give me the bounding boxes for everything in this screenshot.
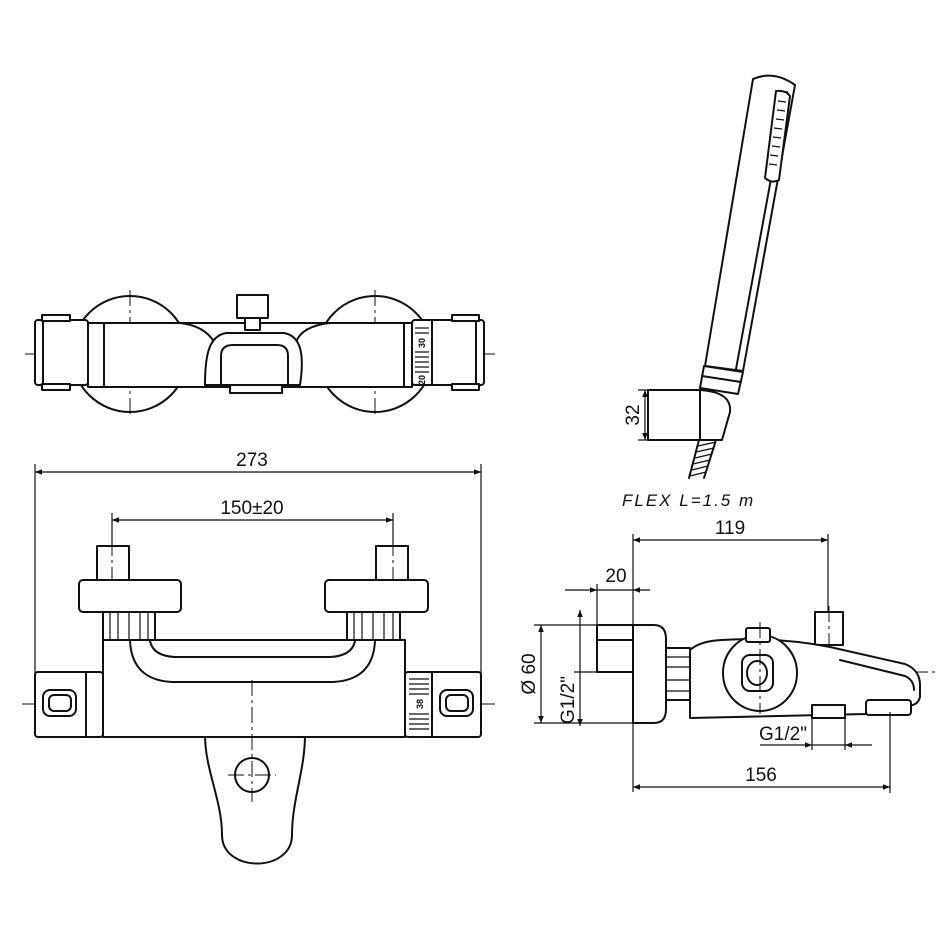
side-spout-upper-line <box>839 659 915 691</box>
front-left-nut-facets <box>109 612 149 640</box>
side-nut <box>665 647 691 701</box>
hose-ribs <box>689 441 717 477</box>
top-spout-opening <box>229 384 283 394</box>
front-body-slot-inner <box>149 640 356 658</box>
side-nut-facets <box>666 656 690 692</box>
hand-shower-spray-face <box>764 89 791 183</box>
dim-150-label: 150±20 <box>220 498 283 519</box>
top-view: 30 20 <box>25 290 495 416</box>
dim-60-label: Ø 60 <box>519 653 540 694</box>
hand-shower-nozzles <box>768 100 787 166</box>
hose-length-label: FLEX L=1.5 m <box>622 491 755 510</box>
hand-shower-view: 32 FLEX L=1.5 m <box>622 74 796 510</box>
top-right-cap-notch-top <box>451 314 480 322</box>
front-temperature-scale-ticks <box>409 678 429 730</box>
top-right-end-cap <box>411 319 485 386</box>
front-left-inlet-pipe <box>96 545 130 581</box>
top-left-cap-notch-top <box>41 314 71 322</box>
top-spout-joint-left <box>179 322 215 343</box>
side-knob-grip-inner <box>746 660 768 686</box>
dim-119-label: 119 <box>715 518 745 539</box>
top-temperature-scale-ticks <box>415 327 429 373</box>
front-view: 273 150±20 <box>22 450 495 865</box>
front-right-inlet-pipe <box>375 545 409 581</box>
side-inlet-pipe <box>596 624 634 673</box>
dim-outlet-thread-label: G1/2" <box>759 724 807 745</box>
front-left-cap-grip-inner <box>48 694 72 712</box>
front-main-body <box>102 639 406 738</box>
dim-273-label: 273 <box>236 450 268 471</box>
dim-156-label: 156 <box>745 765 777 786</box>
front-right-nut-facets <box>353 612 394 640</box>
top-scale-label-upper: 30 <box>417 338 427 348</box>
top-spout-inner <box>220 344 289 386</box>
hose-outline <box>688 439 717 479</box>
hand-shower-collar-ring <box>701 375 742 383</box>
top-left-cap-notch-bottom <box>41 383 71 391</box>
front-right-cap-grip-inner <box>445 694 469 712</box>
wall-holder <box>647 389 732 441</box>
top-diverter-knob <box>236 294 269 319</box>
top-right-cap-notch-bottom <box>451 383 480 391</box>
front-spout <box>204 734 306 865</box>
dim-32-label: 32 <box>623 404 644 425</box>
top-scale-label-lower: 20 <box>417 375 427 385</box>
side-shower-outlet <box>811 704 846 719</box>
dim-20-label: 20 <box>605 566 626 587</box>
dim-inlet-thread-label: G1/2" <box>558 676 579 724</box>
top-diverter-stem <box>244 317 261 331</box>
side-knob-lever <box>745 627 771 643</box>
front-scale-label: 38 <box>415 699 425 709</box>
side-spout-outlet <box>865 699 912 716</box>
top-spout-joint-right <box>295 322 331 343</box>
side-view: 119 20 Ø 60 G1/2" <box>519 518 935 793</box>
front-right-wall-flange <box>324 579 429 613</box>
side-wall-flange <box>632 624 667 724</box>
front-left-wall-flange <box>78 579 182 613</box>
